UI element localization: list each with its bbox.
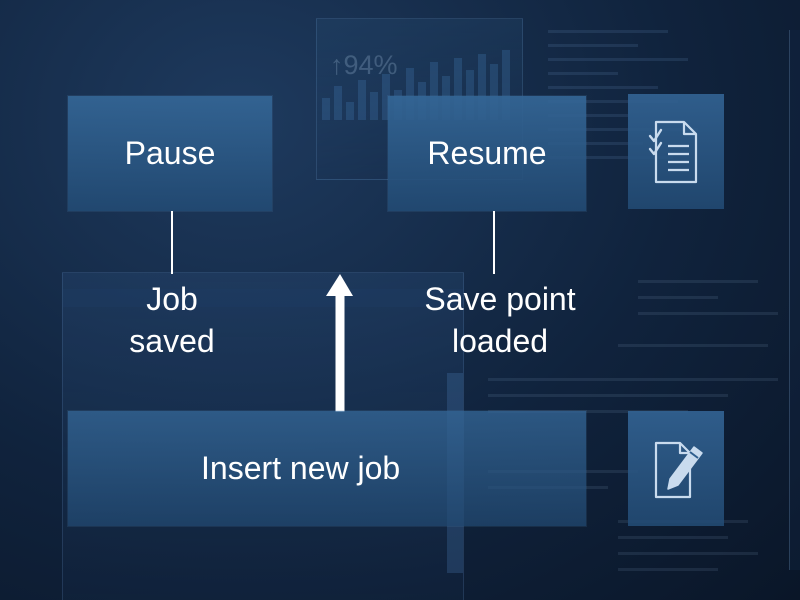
edit-document-icon: [654, 441, 703, 498]
background-side-panel: [789, 30, 800, 570]
job-saved-line-2: saved: [129, 323, 215, 359]
resume-label: Resume: [427, 135, 547, 171]
insert-new-job-label: Insert new job: [201, 450, 401, 486]
edit-icon-tile: [628, 411, 724, 526]
insert-new-job-node: Insert new job: [68, 411, 586, 526]
pause-label: Pause: [124, 135, 216, 171]
checklist-icon-tile: [628, 94, 724, 209]
resume-node: Resume: [388, 96, 586, 211]
save-point-line-1: Save point: [424, 281, 576, 317]
checklist-document-icon: [648, 120, 698, 183]
pause-connector-line: [171, 211, 173, 274]
pause-node: Pause: [68, 96, 272, 211]
up-arrow: [326, 274, 353, 412]
background-stat-text: ↑94%: [330, 50, 398, 80]
resume-connector-line: [493, 211, 495, 274]
save-point-loaded-label: Save point loaded: [400, 278, 600, 362]
job-saved-line-1: Job: [146, 281, 198, 317]
job-saved-label: Job saved: [102, 278, 242, 362]
save-point-line-2: loaded: [451, 323, 549, 359]
